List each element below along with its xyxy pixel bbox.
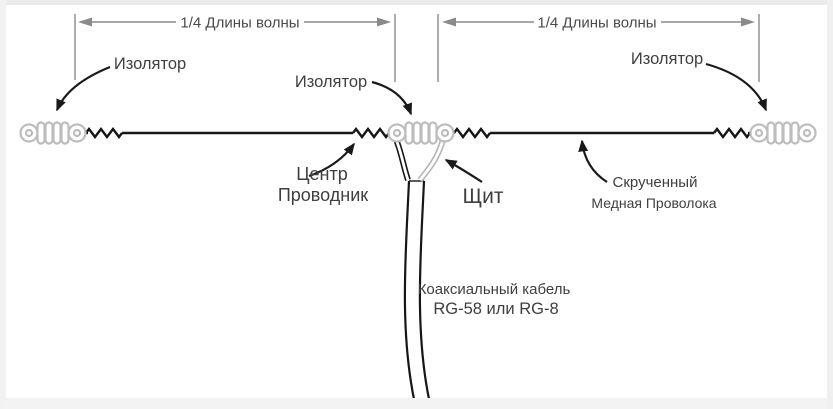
dimension-right: 1/4 Длины волны (437, 14, 760, 82)
twisted-splice-center-left-icon (352, 127, 390, 139)
twisted-splice-center-right-icon (453, 127, 491, 139)
coax-edge-left (403, 180, 417, 405)
label-center-conductor-line2: Проводник (278, 185, 368, 205)
label-twisted-wire-line2: Медная Проволока (591, 195, 716, 211)
twisted-splice-left-icon (85, 127, 123, 139)
coax-edge-right (418, 180, 432, 405)
arrowhead-left-icon (442, 17, 456, 27)
dimension-left: 1/4 Длины волны (74, 14, 396, 82)
label-twisted-wire-line1: Скрученный (613, 174, 698, 191)
label-coax: Коаксиальный кабель RG-58 или RG-8 (418, 281, 571, 318)
label-insulator-right: Изолятор (631, 50, 703, 68)
insulator-right-icon (749, 121, 817, 145)
label-insulator-center: Изолятор (295, 73, 367, 91)
label-coax-line1: Коаксиальный кабель (418, 281, 571, 298)
arrowhead-left-icon (78, 17, 92, 27)
twisted-splice-right-icon (713, 127, 751, 139)
arrowhead-right-icon (741, 17, 755, 27)
arrow-insulator-left-icon (55, 65, 111, 112)
label-center-conductor-line1: Центр (296, 164, 348, 184)
label-twisted-wire: Скрученный Медная Проволока (591, 174, 716, 211)
arrowhead-right-icon (377, 17, 391, 27)
insulator-center-icon (387, 121, 455, 145)
antenna-wire (84, 127, 752, 139)
arrow-twisted-wire-icon (578, 139, 608, 183)
label-center-conductor: Центр Проводник (278, 164, 368, 205)
arrow-center-conductor-icon (308, 142, 355, 178)
arrow-insulator-center-icon (371, 80, 413, 116)
coax-cable (392, 135, 446, 405)
label-coax-line2: RG-58 или RG-8 (433, 300, 558, 318)
dimension-label-right: 1/4 Длины волны (537, 15, 656, 32)
label-shield: Щит (462, 185, 503, 208)
label-insulator-left: Изолятор (114, 55, 186, 73)
arrow-shield-icon (444, 159, 483, 183)
coax-jacket (404, 181, 430, 404)
insulator-left-icon (19, 121, 87, 145)
shield-lead-core (418, 138, 445, 181)
arrow-insulator-right-icon (705, 62, 768, 112)
dimension-label-left: 1/4 Длины волны (180, 15, 299, 32)
